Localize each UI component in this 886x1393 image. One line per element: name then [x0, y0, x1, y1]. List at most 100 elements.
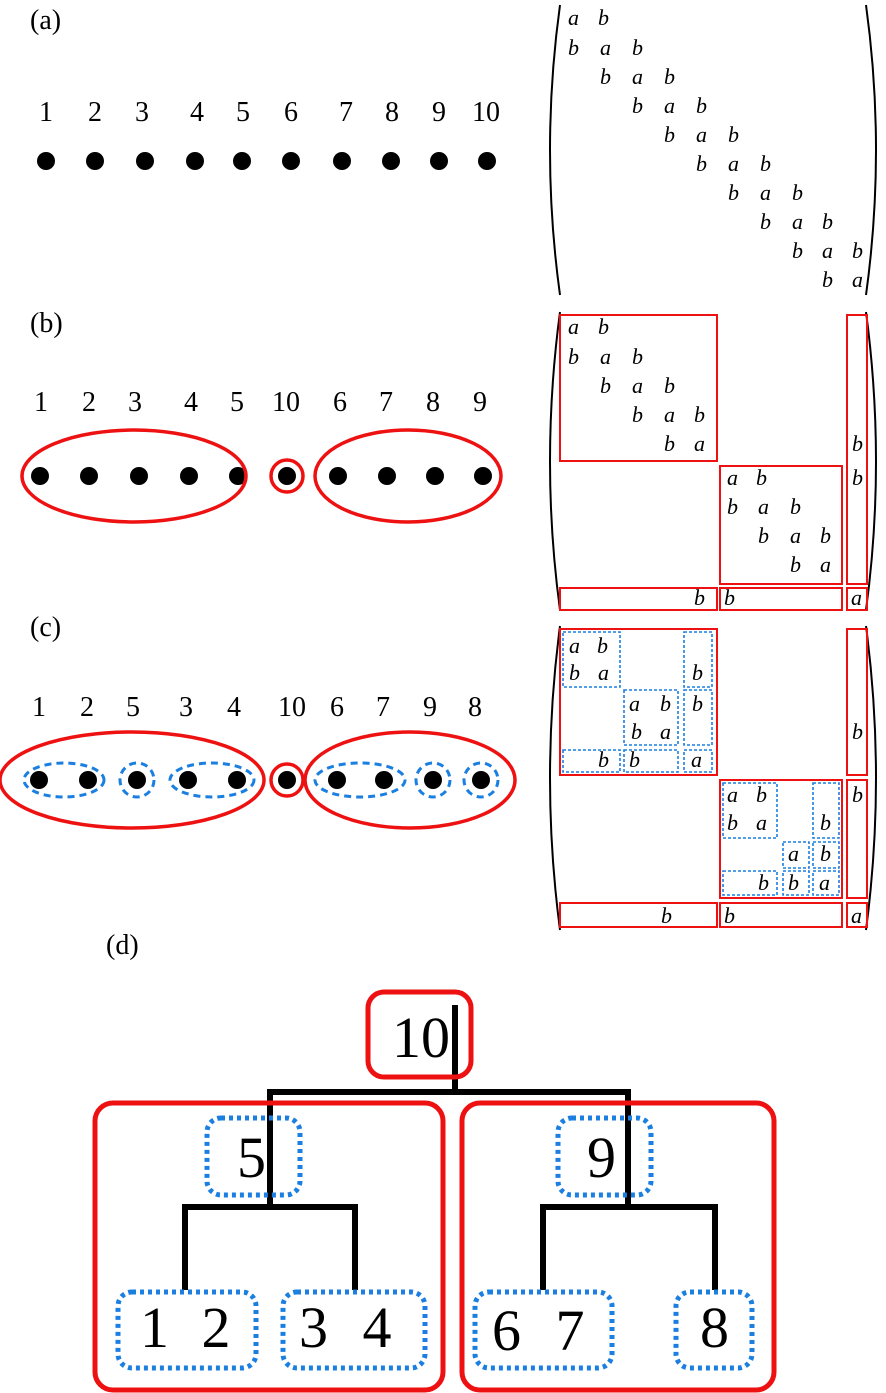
- panel-a-label: (a): [30, 5, 62, 36]
- matrix-entry: b: [696, 93, 707, 118]
- matrix-entry: a: [822, 238, 833, 263]
- node-dot: [375, 771, 393, 789]
- node-dot: [180, 467, 198, 485]
- matrix-entry: b: [598, 314, 609, 339]
- matrix-entry: b: [598, 747, 609, 772]
- matrix-entry: a: [727, 465, 738, 490]
- separator-circle: [269, 458, 305, 494]
- matrix-entry: b: [727, 810, 738, 835]
- sub-separator-circle: [118, 761, 156, 799]
- node-label: 7: [379, 387, 393, 418]
- matrix-entry: b: [724, 585, 735, 610]
- partition-ellipse: [303, 730, 517, 830]
- node-dot: [278, 771, 296, 789]
- matrix-entry: b: [852, 465, 863, 490]
- tree-leaf-label: 8: [700, 1295, 729, 1360]
- node-dot: [474, 467, 492, 485]
- matrix-entry: b: [664, 122, 675, 147]
- matrix-entry: b: [692, 660, 703, 685]
- left-sep-box: [204, 1115, 303, 1198]
- matrix-entry: b: [728, 180, 739, 205]
- node-label: 2: [82, 387, 96, 418]
- tree-leaf-label: 6 7: [492, 1298, 585, 1363]
- node-label: 4: [190, 97, 204, 128]
- matrix-entry: a: [727, 782, 738, 807]
- matrix-entry: b: [728, 122, 739, 147]
- node-dot: [382, 152, 400, 170]
- sub-partition-ellipse: [168, 761, 256, 799]
- sub-separator-circle: [414, 761, 452, 799]
- node-dot: [278, 467, 296, 485]
- sub-partition-ellipse: [22, 761, 106, 799]
- tree-right-sep-label: 9: [587, 1125, 616, 1190]
- matrix-entry: b: [820, 523, 831, 548]
- matrix-c-left-paren: [549, 625, 561, 931]
- matrix-entry: a: [629, 691, 640, 716]
- matrix-entry: b: [724, 903, 735, 928]
- matrix-entry: b: [790, 552, 801, 577]
- node-label: 8: [468, 692, 482, 723]
- matrix-entry: a: [758, 494, 769, 519]
- leaf-box: [673, 1289, 755, 1371]
- panel-d-label: (d): [106, 930, 139, 961]
- matrix-entry: a: [788, 841, 799, 866]
- matrix-entry: b: [852, 782, 863, 807]
- node-dot: [79, 771, 97, 789]
- node-dot: [86, 152, 104, 170]
- tree-leaf-label: 3 4: [299, 1295, 392, 1360]
- partition-ellipse: [20, 428, 248, 524]
- node-dot: [37, 152, 55, 170]
- matrix-entry: b: [664, 64, 675, 89]
- matrix-entry: a: [600, 35, 611, 60]
- node-label: 2: [88, 97, 102, 128]
- matrix-entry: b: [664, 373, 675, 398]
- matrix-entry: b: [598, 5, 609, 30]
- matrix-entry: a: [792, 209, 803, 234]
- node-label: 6: [284, 97, 298, 128]
- node-label: 5: [236, 97, 250, 128]
- sub-separator-circle: [462, 761, 500, 799]
- node-dot: [179, 771, 197, 789]
- matrix-entry: a: [760, 180, 771, 205]
- matrix-entry: b: [758, 870, 769, 895]
- node-label: 9: [432, 97, 446, 128]
- node-dot: [228, 771, 246, 789]
- matrix-entry: b: [820, 810, 831, 835]
- node-dot: [426, 467, 444, 485]
- tree-left-sep-label: 5: [237, 1125, 266, 1190]
- matrix-a-left-paren: [549, 4, 561, 296]
- node-label: 4: [184, 387, 198, 418]
- matrix-entry: a: [660, 719, 671, 744]
- matrix-entry: a: [569, 633, 580, 658]
- node-label: 7: [376, 692, 390, 723]
- node-dot: [136, 152, 154, 170]
- matrix-entry: b: [822, 209, 833, 234]
- matrix-entry: a: [756, 810, 767, 835]
- matrix-entry: a: [820, 552, 831, 577]
- matrix-entry: b: [568, 344, 579, 369]
- node-dot: [329, 467, 347, 485]
- matrix-entry: b: [694, 402, 705, 427]
- node-label: 10: [272, 387, 300, 418]
- matrix-entry: a: [728, 151, 739, 176]
- matrix-entry: a: [691, 747, 702, 772]
- node-label: 10: [278, 692, 306, 723]
- right-sep-box: [555, 1115, 654, 1198]
- sub-partition-ellipse: [313, 761, 407, 799]
- matrix-entry: a: [851, 903, 862, 928]
- separator-circle: [269, 762, 305, 798]
- matrix-entry: a: [790, 523, 801, 548]
- node-label: 6: [333, 387, 347, 418]
- node-dot: [31, 467, 49, 485]
- matrix-entry: b: [852, 719, 863, 744]
- matrix-c-right-paren: [865, 625, 877, 931]
- partition-ellipse: [313, 428, 503, 524]
- node-label: 9: [473, 387, 487, 418]
- tree-root-label: 10: [392, 1005, 450, 1070]
- matrix-entry: b: [758, 523, 769, 548]
- matrix-entry: a: [568, 314, 579, 339]
- matrix-b-right-paren: [865, 311, 877, 611]
- node-label: 9: [423, 692, 437, 723]
- node-dot: [424, 771, 442, 789]
- matrix-entry: b: [629, 747, 640, 772]
